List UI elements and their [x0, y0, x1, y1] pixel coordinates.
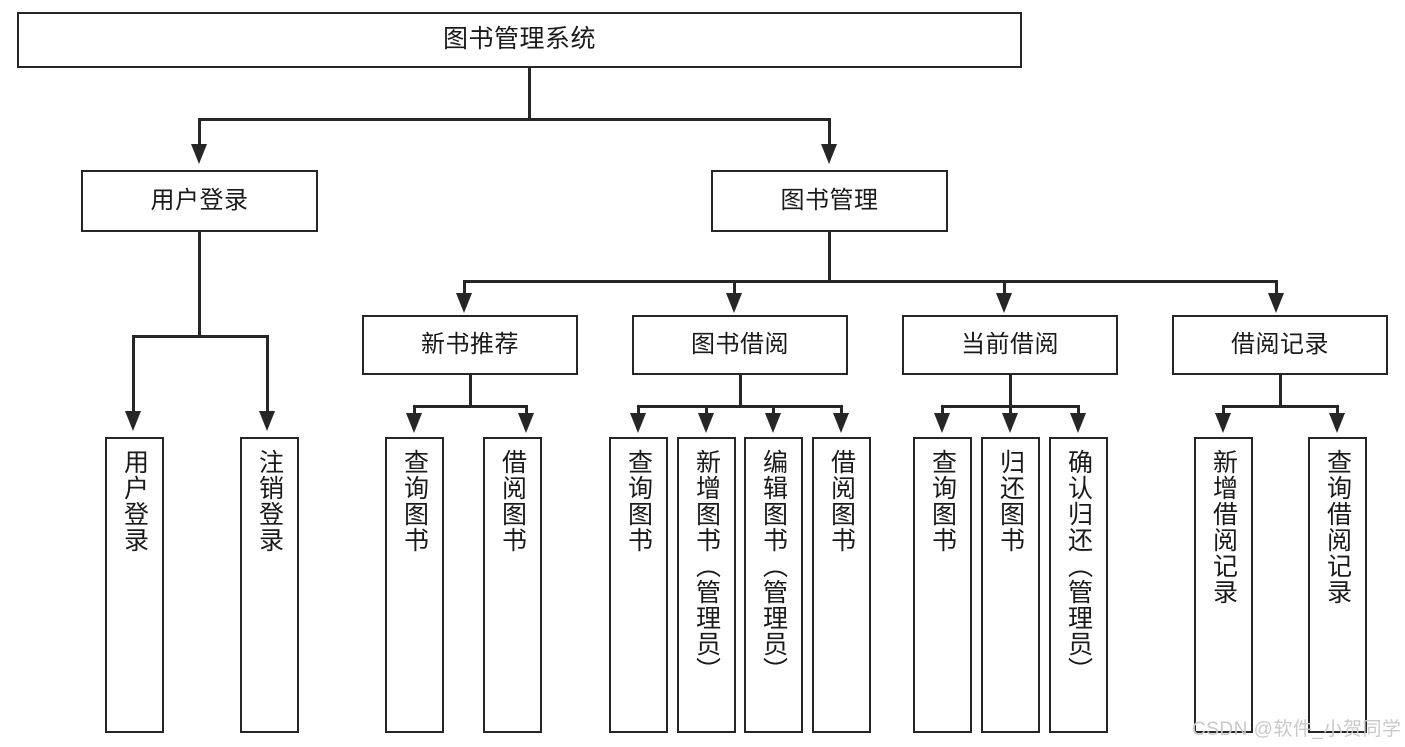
- connector-br-branch-1: [1222, 405, 1225, 415]
- arrow-br-leaf-1: [1215, 413, 1231, 433]
- arrow-cb-leaf-1: [934, 413, 950, 433]
- arrow-root-to-book-management: [821, 144, 837, 164]
- connector-nbr-branch-1: [413, 405, 416, 415]
- connector-bb-branch-4: [840, 405, 843, 415]
- leaf-add-borrow-record[interactable]: 新增借阅记录: [1194, 437, 1253, 733]
- node-label: 确认归还（管理员）: [1064, 449, 1093, 683]
- node-label: 查询借阅记录: [1323, 449, 1352, 605]
- leaf-query-borrow-record[interactable]: 查询借阅记录: [1308, 437, 1367, 733]
- arrow-bb-leaf-2: [698, 413, 714, 433]
- node-borrow-record[interactable]: 借阅记录: [1172, 315, 1388, 375]
- connector-user-login-branch-2: [266, 335, 269, 413]
- node-label: 归还图书: [996, 449, 1025, 553]
- connector-bb-branch-1: [637, 405, 640, 415]
- arrow-to-current-borrow: [996, 293, 1012, 313]
- connector-br-branch-2: [1336, 405, 1339, 415]
- connector-bb-bus: [637, 405, 843, 408]
- node-label: 图书管理系统: [442, 25, 596, 54]
- connector-root-bus: [198, 118, 831, 121]
- node-label: 借阅记录: [1231, 330, 1329, 358]
- leaf-query-book-borrow[interactable]: 查询图书: [609, 437, 668, 733]
- arrow-to-leaf-logout: [259, 411, 275, 431]
- connector-user-login-bus: [132, 335, 269, 338]
- arrow-to-book-borrow: [726, 293, 742, 313]
- leaf-borrow-book[interactable]: 借阅图书: [812, 437, 871, 733]
- arrow-cb-leaf-3: [1070, 413, 1086, 433]
- connector-root-stem: [528, 68, 531, 120]
- connector-br-stem: [1279, 375, 1282, 407]
- connector-nbr-branch-2: [525, 405, 528, 415]
- leaf-logout[interactable]: 注销登录: [240, 437, 299, 733]
- connector-bm-branch-2: [733, 280, 736, 305]
- connector-book-management-stem: [828, 232, 831, 282]
- node-label: 注销登录: [255, 449, 284, 553]
- node-current-borrow[interactable]: 当前借阅: [902, 315, 1118, 375]
- connector-bb-stem: [739, 375, 742, 407]
- connector-bm-branch-3: [1003, 280, 1006, 305]
- connector-nbr-bus: [413, 405, 528, 408]
- node-label: 当前借阅: [961, 330, 1059, 358]
- arrow-bb-leaf-1: [630, 413, 646, 433]
- connector-book-management-bus: [463, 280, 1278, 283]
- connector-bm-branch-4: [1275, 280, 1278, 305]
- arrow-br-leaf-2: [1329, 413, 1345, 433]
- node-book-borrow[interactable]: 图书借阅: [632, 315, 848, 375]
- connector-user-login-stem: [198, 232, 201, 337]
- node-book-management[interactable]: 图书管理: [711, 170, 948, 232]
- node-label: 借阅图书: [498, 449, 527, 553]
- node-label: 查询图书: [928, 449, 957, 553]
- node-new-book-recommend[interactable]: 新书推荐: [362, 315, 578, 375]
- node-label: 用户登录: [150, 186, 249, 214]
- connector-cb-branch-3: [1077, 405, 1080, 415]
- connector-user-login-branch-1: [132, 335, 135, 413]
- leaf-user-login[interactable]: 用户登录: [105, 437, 164, 733]
- arrow-nbr-leaf-2: [518, 413, 534, 433]
- connector-nbr-stem: [469, 375, 472, 407]
- arrow-bb-leaf-3: [765, 413, 781, 433]
- node-label: 查询图书: [400, 449, 429, 553]
- arrow-cb-leaf-2: [1002, 413, 1018, 433]
- node-label: 新增图书（管理员）: [692, 449, 721, 683]
- connector-root-to-book-management: [828, 118, 831, 146]
- arrow-to-new-book-recommend: [456, 293, 472, 313]
- connector-cb-branch-2: [1009, 405, 1012, 415]
- node-label: 图书管理: [780, 186, 879, 214]
- connector-bm-branch-1: [463, 280, 466, 305]
- node-label: 新书推荐: [421, 330, 519, 358]
- connector-bb-branch-3: [772, 405, 775, 415]
- connector-cb-stem: [1009, 375, 1012, 407]
- leaf-query-book-recommend[interactable]: 查询图书: [385, 437, 444, 733]
- leaf-confirm-return-admin[interactable]: 确认归还（管理员）: [1049, 437, 1108, 733]
- node-label: 图书借阅: [691, 330, 789, 358]
- arrow-to-borrow-record: [1268, 293, 1284, 313]
- connector-cb-branch-1: [941, 405, 944, 415]
- node-book-management-system[interactable]: 图书管理系统: [17, 12, 1022, 68]
- connector-root-to-user-login: [198, 118, 201, 146]
- arrow-nbr-leaf-1: [406, 413, 422, 433]
- node-label: 查询图书: [624, 449, 653, 553]
- leaf-return-book[interactable]: 归还图书: [981, 437, 1040, 733]
- arrow-root-to-user-login: [191, 144, 207, 164]
- connector-br-bus: [1222, 405, 1339, 408]
- leaf-query-book-current[interactable]: 查询图书: [913, 437, 972, 733]
- leaf-borrow-book-recommend[interactable]: 借阅图书: [483, 437, 542, 733]
- leaf-add-book-admin[interactable]: 新增图书（管理员）: [677, 437, 736, 733]
- arrow-bb-leaf-4: [833, 413, 849, 433]
- node-label: 编辑图书（管理员）: [759, 449, 788, 683]
- node-user-login[interactable]: 用户登录: [81, 170, 318, 232]
- arrow-to-leaf-user-login: [125, 411, 141, 431]
- node-label: 新增借阅记录: [1209, 449, 1238, 605]
- leaf-edit-book-admin[interactable]: 编辑图书（管理员）: [744, 437, 803, 733]
- csdn-watermark: CSDN @软件_小贺同学: [1192, 719, 1402, 740]
- node-label: 用户登录: [120, 449, 149, 553]
- connector-bb-branch-2: [705, 405, 708, 415]
- node-label: 借阅图书: [827, 449, 856, 553]
